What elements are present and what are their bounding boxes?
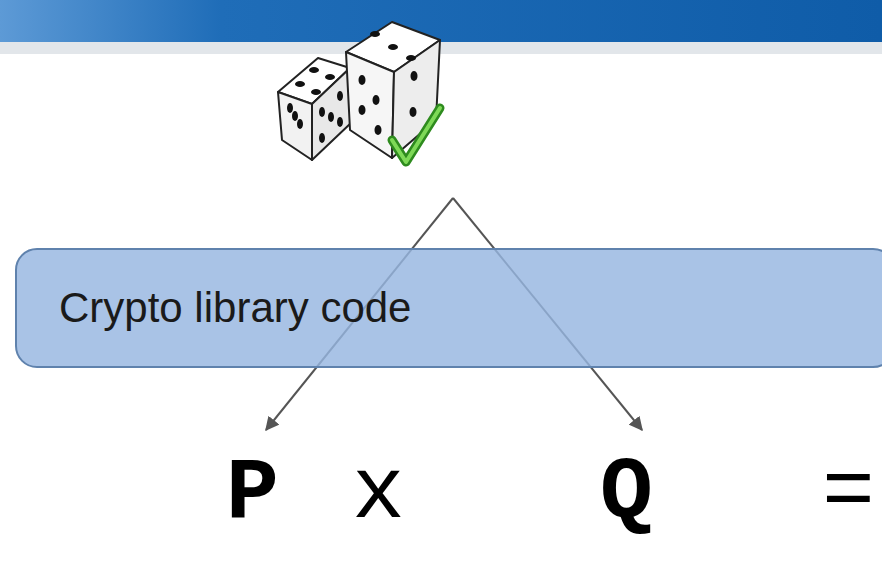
check-mark	[392, 108, 440, 162]
times-sign: x	[352, 450, 405, 538]
header-strip	[0, 42, 882, 54]
check-mark-highlight	[392, 108, 440, 162]
factor-p: P	[226, 450, 279, 538]
box-label: Crypto library code	[59, 284, 875, 332]
dice-pips	[287, 31, 418, 143]
header-bar	[0, 0, 882, 42]
library-box: Crypto library code	[15, 248, 882, 368]
equals-sign: =	[822, 450, 875, 538]
factor-q: Q	[600, 450, 653, 538]
